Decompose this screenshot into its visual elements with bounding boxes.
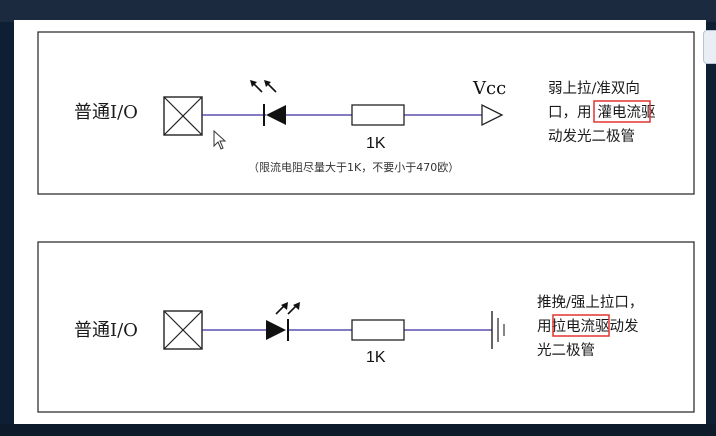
circuit-bottom: 普通I/O 1K	[37, 241, 695, 413]
top-description: 弱上拉/准双向 口，用灌电流驱 动发光二极管	[548, 80, 656, 145]
top-io-label: 普通I/O	[74, 102, 138, 123]
top-desc-line-2b: 驱	[641, 104, 656, 121]
top-resistor	[351, 104, 405, 126]
top-frame	[37, 31, 695, 195]
bottom-highlight-box	[552, 314, 610, 337]
bottom-desc-line-2b: 驱动发	[595, 318, 639, 335]
bottom-frame	[37, 241, 695, 413]
top-resistor-label: 1K	[366, 135, 386, 152]
bottom-desc-line-1: 推挽/强上拉口，	[537, 294, 643, 311]
top-highlight-box	[593, 100, 651, 123]
top-io-pin-box	[163, 96, 203, 136]
bottom-io-pin-box	[163, 310, 203, 350]
bottom-resistor	[351, 319, 405, 341]
bottom-description: 推挽/强上拉口， 用拉电流驱动发 光二极管	[537, 294, 643, 359]
circuit-top: 普通I/O 1K	[37, 31, 695, 195]
bottom-desc-highlight: 拉电流	[552, 318, 596, 335]
window-bottom-edge	[0, 424, 716, 436]
side-panel-tab[interactable]	[703, 30, 716, 64]
bottom-desc-line-3: 光二极管	[537, 342, 595, 359]
window-top-edge	[0, 0, 716, 22]
circuit-diagrams: 普通I/O 1K	[37, 31, 695, 413]
bottom-desc-line-2: 用拉电流驱动发	[537, 318, 639, 335]
top-desc-line-2: 口，用灌电流驱	[548, 104, 656, 121]
mouse-cursor-icon	[213, 130, 227, 150]
top-desc-line-2a: 口，用	[548, 105, 592, 121]
bottom-io-label: 普通I/O	[74, 320, 138, 341]
top-desc-line-3: 动发光二极管	[548, 128, 635, 145]
bottom-ground-symbol	[491, 311, 505, 349]
bottom-resistor-label: 1K	[366, 349, 386, 366]
top-desc-highlight: 灌电流	[598, 104, 642, 121]
top-note: （限流电阻尽量大于1K，不要小于470欧）	[248, 160, 459, 174]
bottom-led-icon	[266, 302, 300, 341]
slide-page: 普通I/O 1K	[14, 20, 706, 424]
bottom-desc-line-2a: 用	[537, 319, 552, 335]
top-vcc-symbol	[481, 103, 504, 127]
top-led-icon	[250, 80, 286, 126]
top-desc-line-1: 弱上拉/准双向	[548, 80, 640, 97]
top-vcc-label: Vcc	[472, 78, 506, 99]
